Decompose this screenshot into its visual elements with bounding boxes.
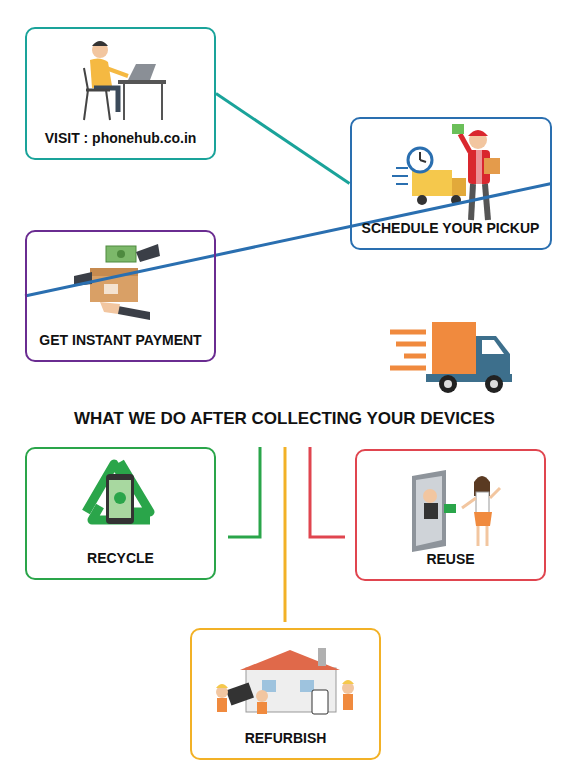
delivery-truck-part xyxy=(485,375,503,393)
recycle-symbol-part xyxy=(114,492,126,504)
refurbish-factory-part xyxy=(256,690,268,702)
delivery-truck-part xyxy=(390,332,426,368)
reuse-handover-part xyxy=(477,526,480,546)
reuse-handover-part xyxy=(490,488,500,498)
step-box: VISIT : phonehub.co.in xyxy=(25,27,216,160)
person-at-desk-part xyxy=(128,64,156,80)
delivery-truck-part xyxy=(490,380,498,388)
person-at-desk-part xyxy=(106,68,128,76)
delivery-man-part xyxy=(469,131,487,149)
delivery-man-part xyxy=(460,134,470,152)
refurbish-factory-part xyxy=(216,684,228,688)
delivery-truck-part xyxy=(439,375,457,393)
payment-handover-part xyxy=(136,244,160,262)
delivery-truck xyxy=(390,322,512,393)
flow-connector xyxy=(25,184,552,297)
reuse-handover-part xyxy=(412,470,446,552)
person-at-desk-part xyxy=(92,42,108,58)
payment-handover-part xyxy=(106,246,136,262)
category-lines-part xyxy=(310,447,345,537)
step-box: REFURBISH xyxy=(190,628,381,760)
flow-connector xyxy=(216,94,350,184)
delivery-truck-part xyxy=(476,336,510,374)
person-at-desk-part xyxy=(90,58,112,88)
delivery-truck-part xyxy=(482,340,504,354)
delivery-truck-part xyxy=(444,380,452,388)
person-at-desk-part xyxy=(92,41,108,46)
delivery-man-part xyxy=(452,124,464,134)
step-label: SCHEDULE YOUR PICKUP xyxy=(362,220,540,236)
refurbish-factory xyxy=(216,648,354,714)
reuse-handover-part xyxy=(474,512,492,526)
delivery-man-part xyxy=(417,195,427,205)
step-box: SCHEDULE YOUR PICKUP xyxy=(350,117,552,250)
delivery-man-part xyxy=(412,170,452,196)
refurbish-factory-part xyxy=(343,694,353,710)
step-label: REFURBISH xyxy=(245,730,327,746)
step-box: RECYCLE xyxy=(25,447,216,580)
person-at-desk-part xyxy=(84,90,88,120)
delivery-man-part xyxy=(392,168,408,184)
reuse-handover-part xyxy=(476,492,489,514)
payment-handover-part xyxy=(117,250,125,258)
reuse-handover-part xyxy=(423,489,437,503)
payment-handover-part xyxy=(118,306,150,320)
step-label: VISIT : phonehub.co.in xyxy=(45,130,197,146)
payment-handover-part xyxy=(100,302,120,314)
step-label: RECYCLE xyxy=(87,550,154,566)
step-label: REUSE xyxy=(426,551,474,567)
recycle-symbol-part xyxy=(109,480,131,518)
section-heading: WHAT WE DO AFTER COLLECTING YOUR DEVICES xyxy=(0,409,569,429)
refurbish-factory-part xyxy=(226,682,254,705)
refurbish-factory-part xyxy=(312,690,328,714)
delivery-man-part xyxy=(420,160,426,162)
recycle-symbol xyxy=(86,462,150,524)
person-at-desk-part xyxy=(161,84,163,120)
category-lines-part xyxy=(228,447,260,537)
reuse-handover-part xyxy=(416,476,442,546)
delivery-man-part xyxy=(419,152,421,160)
category-lines-part xyxy=(284,447,287,622)
refurbish-factory-part xyxy=(262,680,276,692)
step-label: GET INSTANT PAYMENT xyxy=(39,332,201,348)
payment-handover-part xyxy=(104,284,118,294)
step-box: REUSE xyxy=(355,449,546,581)
recycle-symbol-part xyxy=(106,474,134,524)
refurbish-factory-part xyxy=(217,698,227,712)
person-at-desk-part xyxy=(84,68,88,90)
step-box: GET INSTANT PAYMENT xyxy=(25,230,216,362)
person-at-desk xyxy=(84,41,166,120)
delivery-truck-part xyxy=(432,322,476,374)
reuse-handover-part xyxy=(424,503,438,519)
reuse-handover-part xyxy=(462,498,476,508)
refurbish-factory-part xyxy=(300,680,314,692)
refurbish-factory-part xyxy=(257,702,267,714)
delivery-man-part xyxy=(452,178,466,196)
refurbish-factory-part xyxy=(318,648,326,666)
refurbish-factory-part xyxy=(342,680,354,684)
person-at-desk-part xyxy=(106,90,110,120)
reuse-handover xyxy=(412,470,500,552)
delivery-man-part xyxy=(476,150,482,184)
category-lines xyxy=(228,447,345,622)
person-at-desk-part xyxy=(118,80,166,84)
delivery-man-part xyxy=(485,184,488,220)
reuse-handover-part xyxy=(486,526,489,546)
delivery-man-part xyxy=(468,130,488,136)
delivery-man-part xyxy=(484,158,500,174)
reuse-handover-part xyxy=(444,504,456,513)
delivery-man-part xyxy=(408,148,432,172)
person-at-desk-part xyxy=(123,84,125,120)
